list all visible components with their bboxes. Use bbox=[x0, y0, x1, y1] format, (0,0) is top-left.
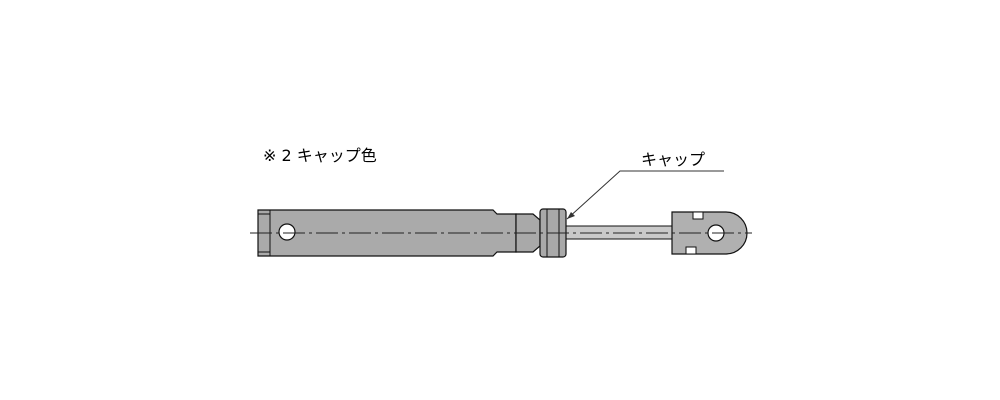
cap-leader-line bbox=[566, 170, 724, 220]
cap-callout-label: キャップ bbox=[641, 150, 705, 169]
rod-end-slot-top bbox=[692, 211, 704, 220]
leader-arrowhead bbox=[567, 212, 575, 219]
cap-color-note: ※ 2 キャップ色 bbox=[263, 146, 377, 165]
rod-end-slot-bottom bbox=[685, 246, 697, 255]
left-mount-hole bbox=[278, 223, 296, 241]
